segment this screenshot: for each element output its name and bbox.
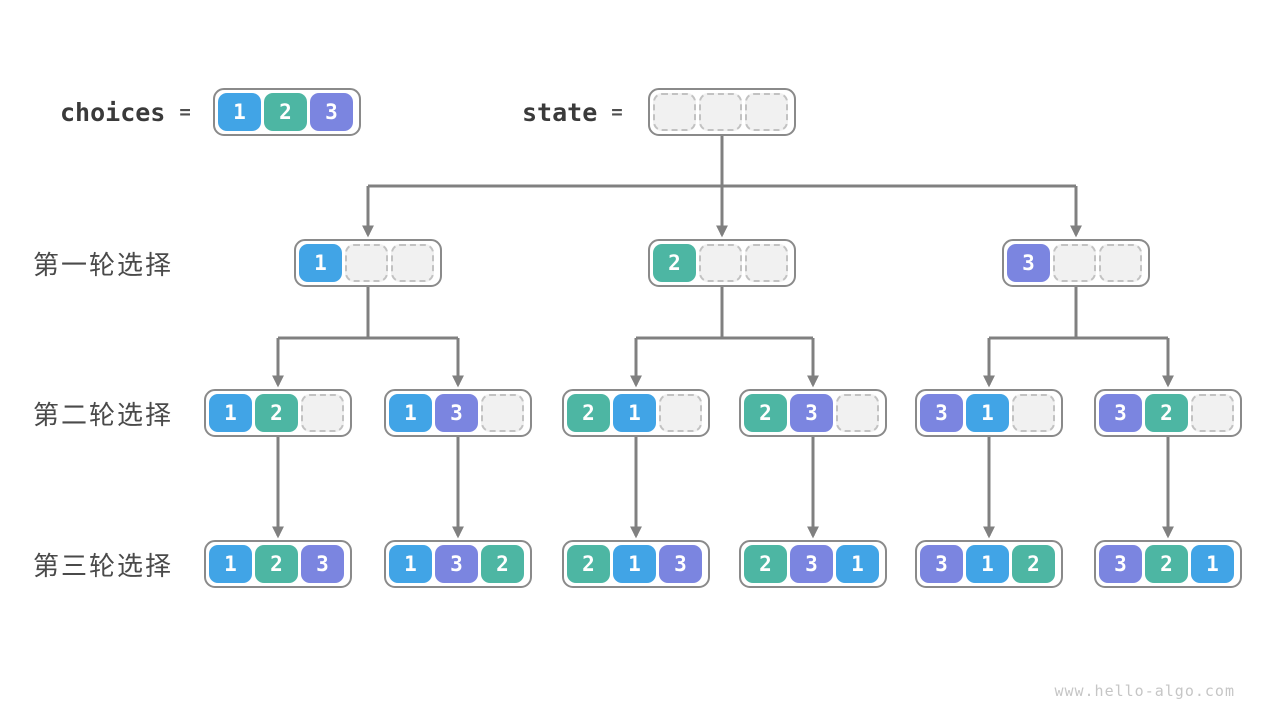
cell-value-2: 2 <box>255 394 298 432</box>
cell-value-3: 3 <box>1099 394 1142 432</box>
state-array-empty <box>648 88 796 136</box>
cell-empty <box>699 93 742 131</box>
cell-empty <box>1191 394 1234 432</box>
cell-value-3: 3 <box>310 93 353 131</box>
cell-empty <box>301 394 344 432</box>
cell-empty <box>1053 244 1096 282</box>
cell-value-3: 3 <box>301 545 344 583</box>
cell-value-2: 2 <box>567 545 610 583</box>
round-1-label: 第一轮选择 <box>33 249 174 280</box>
choices-label: choices <box>60 97 166 127</box>
cell-value-1: 1 <box>966 394 1009 432</box>
cell-empty <box>345 244 388 282</box>
cell-value-2: 2 <box>567 394 610 432</box>
cell-empty <box>391 244 434 282</box>
cell-empty <box>481 394 524 432</box>
cell-value-1: 1 <box>613 545 656 583</box>
cell-value-1: 1 <box>613 394 656 432</box>
cell-value-1: 1 <box>218 93 261 131</box>
cell-value-2: 2 <box>481 545 524 583</box>
cell-value-1: 1 <box>209 545 252 583</box>
cell-value-2: 2 <box>255 545 298 583</box>
state-node-r1-3: 3 <box>1002 239 1150 287</box>
cell-value-3: 3 <box>790 545 833 583</box>
choices-label-group: choices = <box>60 88 191 136</box>
cell-empty <box>745 93 788 131</box>
cell-empty <box>1099 244 1142 282</box>
cell-empty <box>745 244 788 282</box>
cell-empty <box>653 93 696 131</box>
state-node-r1-1: 1 <box>294 239 442 287</box>
cell-value-2: 2 <box>653 244 696 282</box>
cell-value-2: 2 <box>744 545 787 583</box>
cell-empty <box>699 244 742 282</box>
cell-empty <box>836 394 879 432</box>
cell-value-2: 2 <box>1145 545 1188 583</box>
cell-value-1: 1 <box>836 545 879 583</box>
choices-equals: = <box>179 101 191 123</box>
cell-value-3: 3 <box>1099 545 1142 583</box>
cell-value-2: 2 <box>744 394 787 432</box>
round-3-label: 第三轮选择 <box>33 550 174 581</box>
cell-value-3: 3 <box>1007 244 1050 282</box>
cell-value-3: 3 <box>920 545 963 583</box>
cell-value-3: 3 <box>790 394 833 432</box>
cell-value-1: 1 <box>299 244 342 282</box>
cell-value-2: 2 <box>1145 394 1188 432</box>
round-2-label: 第二轮选择 <box>33 399 174 430</box>
cell-value-3: 3 <box>435 394 478 432</box>
cell-value-1: 1 <box>389 394 432 432</box>
cell-value-1: 1 <box>966 545 1009 583</box>
cell-empty <box>1012 394 1055 432</box>
cell-value-1: 1 <box>1191 545 1234 583</box>
cell-value-2: 2 <box>1012 545 1055 583</box>
cell-value-1: 1 <box>389 545 432 583</box>
cell-value-1: 1 <box>209 394 252 432</box>
watermark: www.hello-algo.com <box>1054 682 1235 700</box>
cell-value-3: 3 <box>920 394 963 432</box>
state-node-r1-2: 2 <box>648 239 796 287</box>
cell-value-2: 2 <box>264 93 307 131</box>
cell-value-3: 3 <box>659 545 702 583</box>
state-label-group: state = <box>522 88 623 136</box>
state-label: state <box>522 97 598 127</box>
cell-empty <box>659 394 702 432</box>
state-equals: = <box>611 101 623 123</box>
cell-value-3: 3 <box>435 545 478 583</box>
